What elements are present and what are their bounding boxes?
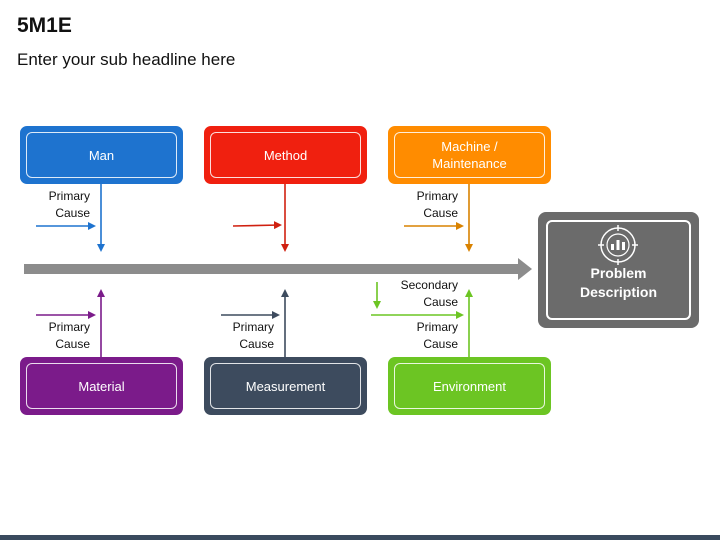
man-primary-cause-label: Primary Cause xyxy=(48,189,90,220)
problem-box: Problem Description xyxy=(538,212,699,328)
problem-inner-border xyxy=(546,220,691,320)
chart-target-icon xyxy=(598,225,638,265)
machine-primary-cause-label: Primary Cause xyxy=(416,189,458,220)
measurement-box: Measurement xyxy=(204,357,367,415)
method-box: Method xyxy=(204,126,367,184)
material-label: Material xyxy=(26,363,177,409)
footer-bar xyxy=(0,535,720,540)
man-label: Man xyxy=(26,132,177,178)
material-primary-cause-label: Primary Cause xyxy=(48,320,90,351)
machine-label: Machine / Maintenance xyxy=(394,132,545,178)
environment-secondary-cause-label: Secondary Cause xyxy=(400,278,458,309)
spine-arrow xyxy=(24,258,532,280)
method-cause-arrow xyxy=(232,221,282,230)
method-label: Method xyxy=(210,132,361,178)
man-box: Man xyxy=(20,126,183,184)
problem-label: Problem Description xyxy=(579,265,657,300)
page-title: 5M1E xyxy=(17,14,72,37)
machine-box: Machine / Maintenance xyxy=(388,126,551,184)
material-box: Material xyxy=(20,357,183,415)
measurement-primary-cause-label: Primary Cause xyxy=(232,320,274,351)
measurement-label: Measurement xyxy=(210,363,361,409)
page-subtitle: Enter your sub headline here xyxy=(17,50,236,69)
environment-primary-cause-label: Primary Cause xyxy=(416,320,458,351)
environment-box: Environment xyxy=(388,357,551,415)
environment-label: Environment xyxy=(394,363,545,409)
